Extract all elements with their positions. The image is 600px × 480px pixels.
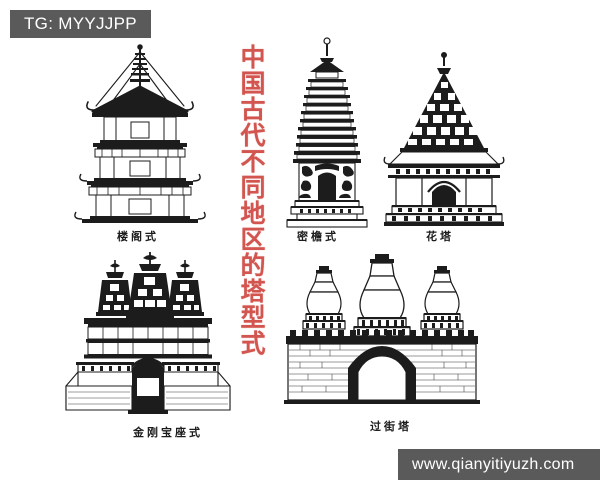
figure-caption-louge: 楼阁式	[117, 230, 159, 243]
figure-huata	[382, 51, 506, 228]
figure-caption-jingang-baozuo: 金刚宝座式	[133, 426, 203, 439]
figure-louge	[60, 44, 220, 224]
figure-miyan	[282, 36, 372, 228]
figure-caption-guojie: 过街塔	[370, 420, 412, 433]
figure-guojie	[282, 252, 482, 414]
figure-caption-miyan: 密檐式	[297, 230, 339, 243]
page-title: 中国古代不同地区的塔型式	[237, 44, 266, 356]
site-watermark: www.qianyitiyuzh.com	[398, 449, 600, 480]
figure-caption-huata: 花塔	[426, 230, 454, 243]
telegram-watermark: TG: MYYJJPP	[10, 10, 151, 38]
figure-jingang-baozuo	[58, 252, 238, 420]
